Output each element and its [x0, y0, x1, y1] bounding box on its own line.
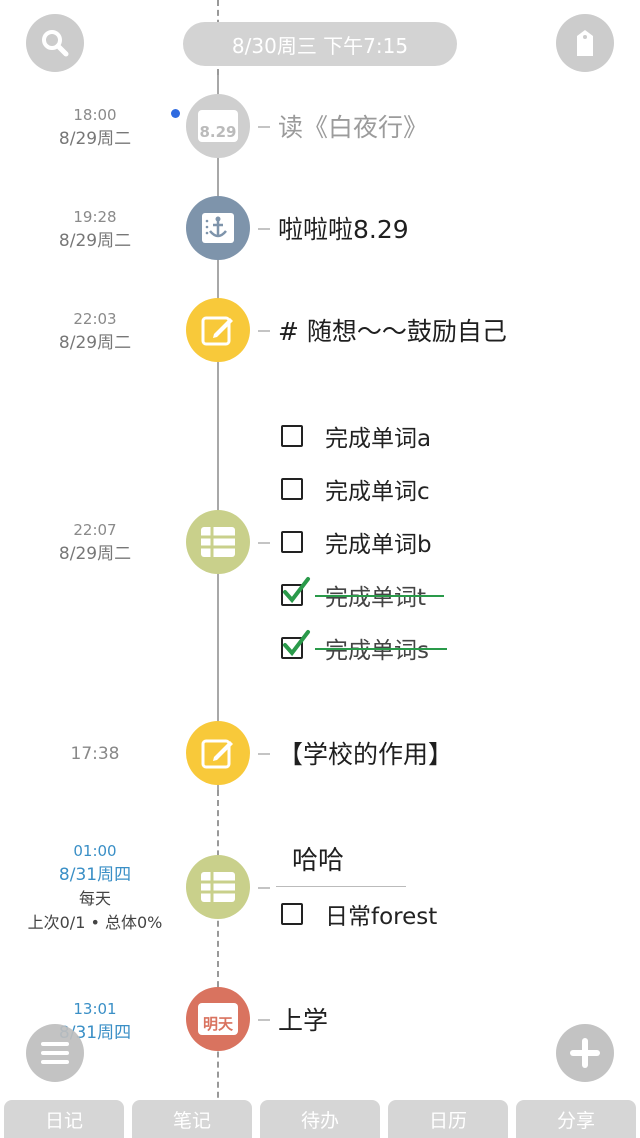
todo-item[interactable]: 完成单词c: [281, 469, 430, 509]
tab-diary[interactable]: 日记: [4, 1100, 124, 1138]
calendar-badge: 8.29: [199, 123, 237, 141]
checkbox[interactable]: [281, 903, 303, 925]
todo-label: 完成单词b: [325, 532, 432, 558]
plus-icon: [570, 1038, 600, 1068]
timeline-spine-dashed-bottom: [217, 790, 219, 1138]
entry-time: 17:38: [20, 742, 170, 766]
tab-label: 日记: [44, 1109, 83, 1132]
current-datetime: 8/30周三 下午7:15: [231, 33, 409, 58]
unread-dot: [171, 109, 180, 118]
entry-title[interactable]: 上学: [278, 1006, 329, 1035]
bottom-tab-bar: 日记 笔记 待办 日历 分享: [0, 1100, 640, 1138]
entry-time: 13:01 8/31周四: [20, 997, 170, 1045]
tab-share[interactable]: 分享: [516, 1100, 636, 1138]
tab-label: 日历: [428, 1109, 467, 1132]
todo-item[interactable]: 完成单词a: [281, 416, 431, 456]
entry-time: 01:00 8/31周四 每天 上次0/1 • 总体0%: [20, 839, 170, 935]
todo-label: 完成单词s: [325, 638, 429, 664]
connector: [258, 228, 270, 230]
note-entry-node[interactable]: [186, 298, 250, 362]
entry-time-value: 19:28: [73, 208, 117, 226]
checkmark-icon: [283, 630, 310, 657]
note-entry-node[interactable]: [186, 721, 250, 785]
connector: [258, 1019, 270, 1021]
entry-time-value: 17:38: [70, 744, 120, 764]
list-grid-icon: [201, 872, 235, 902]
tab-notes[interactable]: 笔记: [132, 1100, 252, 1138]
entry-date: 8/31周四: [58, 865, 132, 885]
connector: [258, 542, 270, 544]
checkbox-checked[interactable]: [281, 630, 310, 659]
checkbox[interactable]: [281, 425, 303, 447]
entry-time: 18:00 8/29周二: [20, 103, 170, 151]
todo-label-wrap: 完成单词s: [315, 631, 447, 665]
repeat-label: 每天: [78, 889, 111, 908]
checkbox-checked[interactable]: [281, 577, 310, 606]
edit-note-icon: [201, 316, 233, 346]
todo-label: 完成单词a: [325, 426, 432, 452]
add-button[interactable]: [556, 1024, 614, 1082]
tag-icon: [577, 30, 593, 56]
entry-time-value: 18:00: [73, 106, 117, 124]
checkmark-icon: [283, 577, 310, 604]
tab-label: 分享: [556, 1109, 595, 1132]
todo-label-wrap: 完成单词t: [315, 578, 445, 612]
repeat-stats: 上次0/1 • 总体0%: [27, 913, 163, 932]
entry-title[interactable]: 读《白夜行》: [278, 113, 429, 142]
todo-label: 完成单词c: [325, 479, 430, 505]
strike-line: [315, 648, 447, 650]
entry-time-value: 22:07: [73, 521, 117, 539]
todo-item[interactable]: 日常forest: [281, 894, 437, 934]
tab-label: 笔记: [172, 1109, 211, 1132]
entry-date: 8/29周二: [58, 231, 132, 251]
calendar-badge: 明天: [202, 1015, 233, 1033]
anchor-book-icon: [202, 213, 234, 243]
todo-item-done[interactable]: 完成单词s: [281, 628, 447, 668]
strike-line: [315, 595, 445, 597]
entry-time-value: 01:00: [73, 842, 117, 860]
entry-date: 8/29周二: [58, 544, 132, 564]
schedule-entry-node[interactable]: 明天: [186, 987, 250, 1051]
todo-item-done[interactable]: 完成单词t: [281, 575, 445, 615]
entry-date: 8/29周二: [58, 129, 132, 149]
todo-label: 完成单词t: [325, 585, 427, 611]
tab-label: 待办: [300, 1109, 339, 1132]
list-title[interactable]: 哈哈: [292, 846, 345, 876]
menu-icon: [41, 1042, 69, 1064]
diary-entry-node[interactable]: [186, 196, 250, 260]
entry-title[interactable]: 啦啦啦8.29: [278, 215, 409, 244]
calendar-icon: 明天: [198, 1003, 238, 1035]
current-datetime-pill[interactable]: 8/30周三 下午7:15: [183, 22, 457, 66]
menu-button[interactable]: [26, 1024, 84, 1082]
calendar-icon: 8.29: [198, 110, 238, 142]
timeline-spine: [217, 75, 219, 790]
connector: [258, 887, 270, 889]
list-grid-icon: [201, 527, 235, 557]
connector: [258, 753, 270, 755]
entry-title[interactable]: 【学校的作用】: [278, 740, 454, 769]
entry-time: 22:03 8/29周二: [20, 307, 170, 355]
entry-title[interactable]: # 随想～～鼓励自己: [278, 317, 507, 346]
entry-time: 19:28 8/29周二: [20, 205, 170, 253]
todo-list-node[interactable]: [186, 855, 250, 919]
connector: [258, 126, 270, 128]
search-button[interactable]: [26, 14, 84, 72]
todo-list-node[interactable]: [186, 510, 250, 574]
search-icon: [42, 30, 69, 57]
connector: [258, 330, 270, 332]
todo-label: 日常forest: [325, 904, 438, 930]
entry-date: 8/29周二: [58, 333, 132, 353]
entry-time-value: 22:03: [73, 310, 117, 328]
checkbox[interactable]: [281, 478, 303, 500]
tab-calendar[interactable]: 日历: [388, 1100, 508, 1138]
entry-time: 22:07 8/29周二: [20, 518, 170, 566]
entry-time-value: 13:01: [73, 1000, 117, 1018]
todo-item[interactable]: 完成单词b: [281, 522, 432, 562]
tab-todo[interactable]: 待办: [260, 1100, 380, 1138]
calendar-entry-node[interactable]: 8.29: [186, 94, 250, 158]
tag-button[interactable]: [556, 14, 614, 72]
list-divider: [276, 886, 406, 887]
checkbox[interactable]: [281, 531, 303, 553]
edit-note-icon: [201, 739, 233, 769]
